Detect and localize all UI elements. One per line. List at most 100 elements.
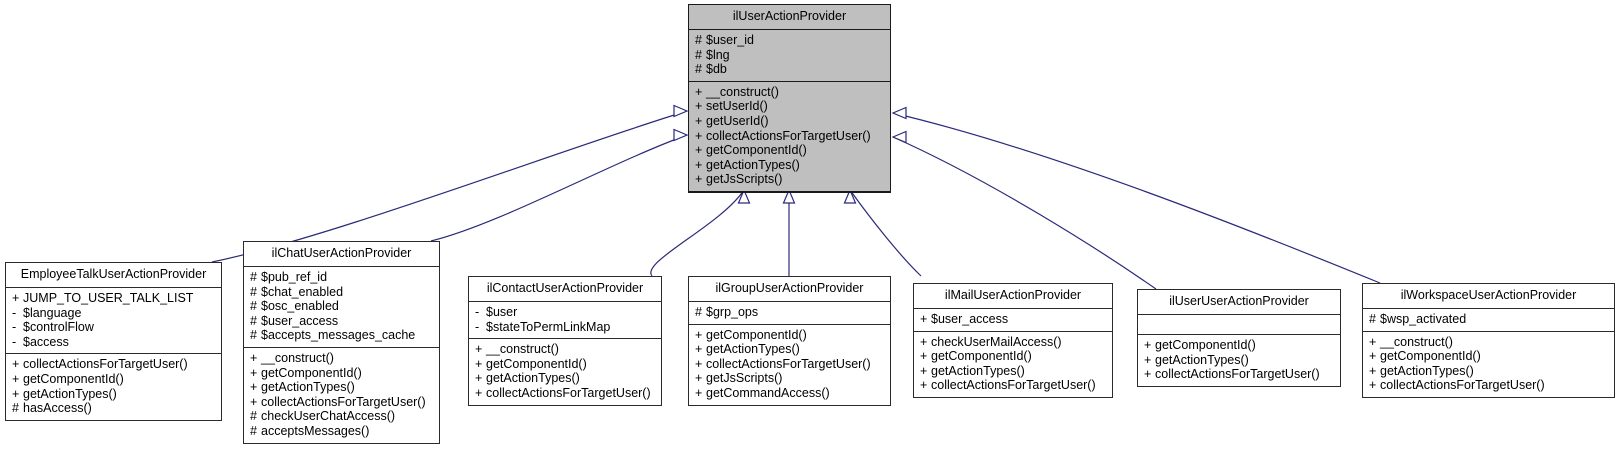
member-visibility: # [695, 47, 702, 62]
class-member-row: # $lng [695, 48, 884, 63]
member-label: getComponentId() [1155, 338, 1256, 352]
class-member-row: #acceptsMessages() [250, 424, 433, 439]
class-member-row: +$user_access [920, 312, 1106, 327]
member-label: $chat_enabled [261, 284, 344, 299]
member-label: getComponentId() [706, 143, 807, 158]
member-label: getComponentId() [261, 365, 362, 380]
member-visibility: + [12, 371, 20, 386]
member-label: hasAccess() [23, 401, 92, 416]
member-visibility: + [695, 99, 703, 114]
generalization-edge [892, 112, 1381, 284]
class-member-row: -$language [12, 306, 215, 321]
class-member-row: +__construct() [695, 85, 884, 100]
member-visibility: # [695, 33, 702, 47]
generalization-arrowhead [673, 104, 689, 118]
class-member-row: #checkUserChatAccess() [250, 409, 433, 424]
class-box-iluseruseractionprovider[interactable]: ilUserUserActionProvider+getComponentId(… [1137, 289, 1341, 387]
member-label: $accepts_messages_cache [261, 328, 416, 343]
member-visibility: # [250, 299, 257, 314]
member-visibility: + [695, 327, 703, 342]
member-visibility: + [1144, 367, 1152, 382]
member-label: __construct() [261, 350, 334, 365]
member-label: checkUserChatAccess() [261, 409, 396, 424]
member-visibility: # [695, 305, 702, 319]
class-attributes: # $grp_ops [689, 302, 890, 325]
class-member-row: -$access [12, 335, 215, 350]
member-label: collectActionsForTargetUser() [931, 378, 1096, 393]
member-label: acceptsMessages() [261, 423, 370, 438]
class-member-row: +getActionTypes() [1144, 353, 1334, 368]
member-label: getUserId() [706, 113, 769, 128]
member-visibility: + [695, 172, 703, 187]
class-attributes: # $pub_ref_id # $chat_enabled#$osc_enabled #… [244, 267, 439, 348]
class-member-row: +getUserId() [695, 114, 884, 129]
member-label: $access [23, 334, 69, 349]
class-member-row: -$controlFlow [12, 320, 215, 335]
member-visibility: + [695, 371, 703, 386]
member-visibility: + [695, 143, 703, 158]
member-visibility: + [920, 378, 928, 393]
member-label: $wsp_activated [1380, 312, 1467, 326]
class-title: ilGroupUserActionProvider [689, 277, 890, 302]
member-visibility: + [475, 371, 483, 386]
class-member-row: +getComponentId() [475, 357, 655, 372]
class-box-ilworkspaceuseractionprovider[interactable]: ilWorkspaceUserActionProvider#$wsp_activ… [1362, 283, 1615, 398]
class-box-ilcontactuseractionprovider[interactable]: ilContactUserActionProvider-$user-$state… [468, 276, 662, 406]
class-title: ilChatUserActionProvider [244, 242, 439, 267]
member-label: $pub_ref_id [261, 270, 328, 284]
member-visibility: + [695, 128, 703, 143]
member-label: getActionTypes() [261, 380, 355, 395]
member-label: getJsScripts() [706, 172, 783, 187]
class-member-row: +getComponentId() [250, 366, 433, 381]
member-visibility: + [920, 334, 928, 349]
member-label: collectActionsForTargetUser() [1155, 367, 1320, 382]
member-visibility: + [250, 350, 258, 365]
class-attributes [1138, 315, 1340, 335]
member-visibility: # [1369, 312, 1376, 326]
member-label: getComponentId() [23, 371, 124, 386]
class-box-ilgroupuseractionprovider[interactable]: ilGroupUserActionProvider # $grp_ops +getCo… [688, 276, 891, 406]
member-visibility: + [695, 342, 703, 357]
generalization-arrowhead [891, 106, 907, 120]
member-label: setUserId() [706, 99, 768, 114]
generalization-arrowhead [673, 128, 689, 142]
member-visibility: - [12, 334, 17, 349]
member-visibility: + [695, 356, 703, 371]
class-member-row: +getComponentId() [1144, 338, 1334, 353]
class-member-row: +__construct() [1369, 335, 1608, 350]
class-member-row: #$accepts_messages_cache [250, 328, 433, 343]
member-label: $user_access [931, 312, 1009, 326]
member-label: $grp_ops [706, 305, 759, 319]
member-visibility: - [475, 305, 480, 319]
class-operations: +getComponentId()+getActionTypes()+colle… [1138, 335, 1340, 386]
class-box-ilmailuseractionprovider[interactable]: ilMailUserActionProvider+$user_access+ch… [913, 283, 1113, 398]
class-member-row: # $wsp_activated [1369, 312, 1608, 327]
class-member-row: +collectActionsForTargetUser() [12, 357, 215, 372]
class-member-row: # $grp_ops [695, 305, 884, 320]
member-visibility: # [12, 401, 19, 416]
class-box-ilchatuseractionprovider[interactable]: ilChatUserActionProvider # $pub_ref_id # $ch… [243, 241, 440, 444]
class-member-row: +getActionTypes() [695, 158, 884, 173]
class-member-row: +getComponentId() [695, 143, 884, 158]
class-member-row: +getCommandAccess() [695, 386, 884, 401]
class-member-row: +getComponentId() [1369, 349, 1608, 364]
class-member-row: +getActionTypes() [475, 371, 655, 386]
class-box-base-iluseractionprovider[interactable]: ilUserActionProvider #$user_id#$lng#$db … [688, 4, 891, 193]
class-member-row: -$user [475, 305, 655, 320]
member-label: $controlFlow [23, 320, 94, 335]
member-label: getActionTypes() [23, 386, 117, 401]
class-member-row: +collectActionsForTargetUser() [695, 357, 884, 372]
class-member-row: +checkUserMailAccess() [920, 335, 1106, 350]
class-member-row: #$osc_enabled [250, 299, 433, 314]
member-label: getActionTypes() [1380, 363, 1474, 378]
member-visibility: # [250, 284, 257, 299]
member-label: $language [23, 305, 82, 320]
member-visibility: + [12, 357, 20, 372]
member-visibility: + [695, 113, 703, 128]
class-title: ilContactUserActionProvider [469, 277, 661, 302]
class-box-employeetalkuseractionprovider[interactable]: EmployeeTalkUserActionProvider+JUMP_TO_U… [5, 262, 222, 421]
member-label: $lng [706, 47, 730, 62]
class-member-row: +getComponentId() [695, 328, 884, 343]
class-member-row: +collectActionsForTargetUser() [920, 378, 1106, 393]
member-visibility: + [920, 349, 928, 364]
